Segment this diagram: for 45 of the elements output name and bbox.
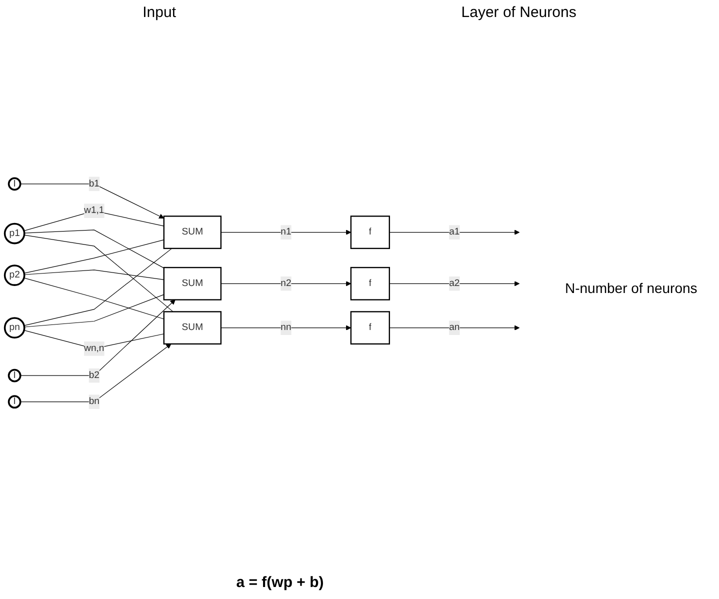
edge-label: an <box>449 320 460 336</box>
connector-line <box>24 210 164 232</box>
input-node-circle: pn <box>4 317 26 339</box>
arrow <box>20 184 164 219</box>
arrow <box>220 230 352 236</box>
arrow <box>20 300 176 376</box>
edge-label: a1 <box>449 225 460 240</box>
input-node-circle: I <box>8 177 22 191</box>
arrow <box>20 344 172 402</box>
connector-line <box>24 234 174 312</box>
process-box: f <box>350 267 390 300</box>
connector-line <box>24 278 164 320</box>
edge-label: bn <box>88 394 100 410</box>
edge-label: n2 <box>280 276 292 291</box>
process-box: SUM <box>163 267 222 300</box>
group-label: Layer of Neurons <box>461 4 576 21</box>
edge-label: b1 <box>88 176 100 192</box>
formula-text: a = f(wp + b) <box>236 574 324 591</box>
arrow <box>220 325 352 331</box>
input-node-circle: I <box>8 395 22 409</box>
connector-line <box>24 230 164 268</box>
process-box: f <box>350 216 390 250</box>
note-text: N-number of neurons <box>565 280 698 296</box>
connector-line <box>24 240 164 274</box>
edge-label: b2 <box>88 368 100 383</box>
arrow <box>389 281 520 286</box>
connector-line <box>24 330 164 350</box>
edge-label: n1 <box>280 225 292 240</box>
edge-label: a2 <box>449 276 460 291</box>
process-box: f <box>350 311 390 345</box>
connector-line <box>24 294 164 328</box>
process-box: SUM <box>163 216 222 250</box>
group-label: Input <box>142 4 176 21</box>
edge-label: w1,1 <box>84 204 104 218</box>
connector-line <box>24 270 164 280</box>
edge-label: wn,n <box>84 342 104 356</box>
arrow <box>220 281 352 286</box>
input-node-circle: I <box>8 368 22 382</box>
input-node-circle: p2 <box>4 264 26 286</box>
connector-line <box>24 248 172 326</box>
arrow <box>389 325 520 331</box>
input-node-circle: p1 <box>4 222 26 244</box>
arrow <box>389 230 520 236</box>
edge-label: nn <box>280 320 292 336</box>
process-box: SUM <box>163 311 222 345</box>
